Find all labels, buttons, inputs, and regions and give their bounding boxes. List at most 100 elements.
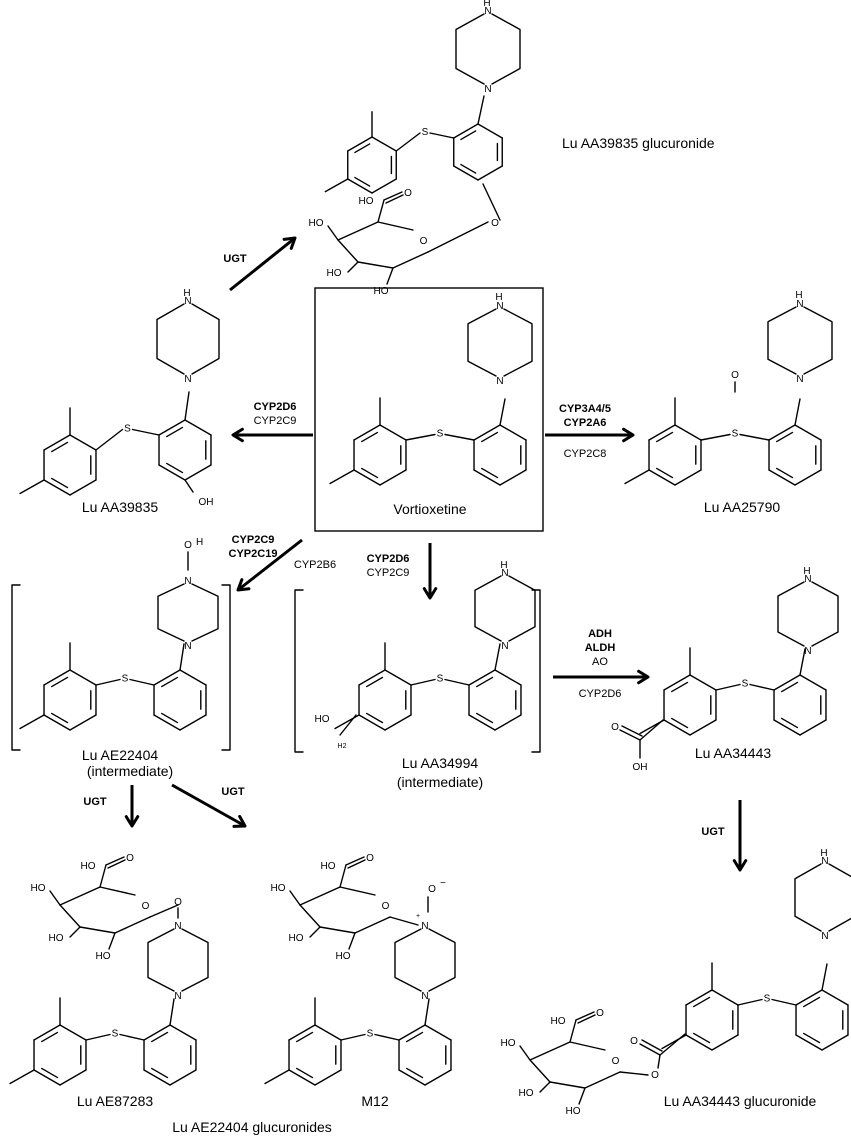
nh-hydrogen: H	[803, 566, 810, 577]
bracket-right-2	[531, 589, 541, 753]
carboxyl-bond	[569, 1019, 577, 1043]
lu-ae22404-glucuronides-label: Lu AE22404 glucuronides	[172, 1119, 332, 1135]
ao-label: AO	[592, 656, 608, 668]
carboxyl-oh: OH	[633, 762, 648, 773]
lu-aa39835-glucuronide-label: Lu AA39835 glucuronide	[562, 135, 715, 151]
s-bond	[119, 1033, 145, 1041]
piperazine-n-atom: N	[184, 374, 191, 385]
s-atom: S	[437, 674, 444, 685]
ho-1: HO	[31, 883, 46, 894]
ch2oh-ho: HO	[315, 714, 330, 725]
ring-bond	[43, 434, 71, 451]
ring-bond	[69, 479, 97, 496]
s-bond	[771, 998, 797, 1006]
ring-bond	[143, 1024, 171, 1041]
s-bond	[374, 1033, 400, 1041]
piperazine-bond	[191, 303, 220, 375]
piperazine-bond	[394, 928, 422, 992]
piperazine-n-atom: N	[496, 376, 503, 387]
s-atom: S	[122, 674, 129, 685]
piperazine-top-atom: N	[796, 299, 803, 310]
piperazine-top-atom: N	[421, 921, 428, 932]
piperazine-bond	[467, 308, 497, 377]
ring-bond	[33, 1024, 61, 1041]
ester-bond	[657, 1054, 661, 1069]
left-aryl-ring	[358, 669, 412, 731]
ring-bond	[288, 1024, 316, 1041]
ring-bond	[179, 714, 207, 731]
aldh-label: ALDH	[585, 642, 616, 654]
lu-ae22404-piperazine: NN	[157, 576, 219, 652]
piperazine-top-atom: N	[804, 574, 811, 585]
left-aryl-ring	[43, 434, 97, 496]
ring-bond	[353, 424, 381, 441]
ring-bond	[371, 178, 397, 194]
arrow-to-lu-aa39835	[231, 427, 313, 443]
arrow-shaft	[229, 236, 296, 292]
ring-double-bond	[51, 712, 69, 724]
ring-bond	[468, 669, 496, 686]
cyp2c19-label: CYP2C19	[229, 548, 278, 560]
piperazine-bond	[474, 575, 502, 642]
ring-bond	[453, 123, 479, 139]
lu-aa39835-glucuronide-structure: S	[324, 111, 503, 194]
s-atom: S	[742, 679, 749, 690]
ring-bond	[184, 419, 212, 436]
arrow-to-lu-aa34994	[422, 543, 438, 600]
lu-aa25790-piperazine: NN	[767, 299, 833, 385]
ugt-label-4: UGT	[701, 826, 725, 838]
m12-label: M12	[361, 1093, 388, 1109]
n-oxide-oxygen: O	[184, 540, 192, 551]
nh-hydrogen: H	[495, 292, 502, 303]
phenol-oh: OH	[199, 497, 214, 508]
ring-double-bond	[354, 176, 371, 187]
carboxyl-bond	[385, 194, 404, 204]
ring-double-bond	[481, 431, 499, 443]
ring-bond	[689, 719, 717, 736]
n-aryl-bond	[494, 643, 501, 671]
right-aryl-ring	[795, 989, 849, 1051]
ring-double-bond	[354, 143, 371, 154]
ester-bond	[639, 1043, 661, 1056]
ring-bond	[43, 479, 71, 496]
carboxyl-bond	[339, 864, 347, 888]
carboxyl-bond	[99, 864, 107, 888]
ring-bond	[453, 165, 479, 181]
lu-aa34994-piperazine: NN	[474, 568, 536, 652]
arrow-head	[622, 427, 635, 443]
left-aryl-ring	[288, 1024, 342, 1086]
ring-double-bond	[776, 467, 794, 479]
n-aryl-bond	[499, 398, 506, 426]
nh-hydrogen: H	[483, 0, 490, 9]
arrow-to-lu-ae22404	[236, 538, 303, 592]
cyp2c9-label-1: CYP2C9	[254, 415, 297, 427]
ring-bond	[499, 469, 527, 486]
ring-bond	[424, 1024, 452, 1041]
ring-double-bond	[406, 1067, 424, 1079]
bracket-left	[11, 584, 21, 751]
ring-bond	[674, 424, 702, 441]
ring-bond	[179, 669, 207, 686]
nh-hydrogen: H	[500, 560, 507, 571]
ring-bond	[347, 136, 373, 152]
lu-ae87283-structure: S	[9, 997, 197, 1086]
piperazine-n-atom: N	[501, 641, 508, 652]
ring-bond	[379, 469, 407, 486]
methyl-bond	[624, 469, 650, 485]
right-aryl-ring	[398, 1024, 452, 1086]
ring-double-bond	[656, 467, 674, 479]
carbonyl-oxygen: O	[126, 853, 134, 864]
oh-bond	[539, 1081, 551, 1093]
ring-bond	[648, 469, 676, 486]
ring-bond	[477, 123, 503, 139]
bracket-left-2	[294, 589, 304, 753]
ring-oxygen: O	[420, 236, 428, 247]
methyl-bond	[9, 1069, 35, 1085]
carboxyl-bond	[107, 859, 126, 869]
lu-ae87283-piperazine: NN	[147, 921, 209, 1002]
arrow-ugt-to-aa34443-glucuronide	[732, 800, 748, 872]
s-bond	[444, 433, 475, 441]
ring-bond	[69, 714, 97, 731]
